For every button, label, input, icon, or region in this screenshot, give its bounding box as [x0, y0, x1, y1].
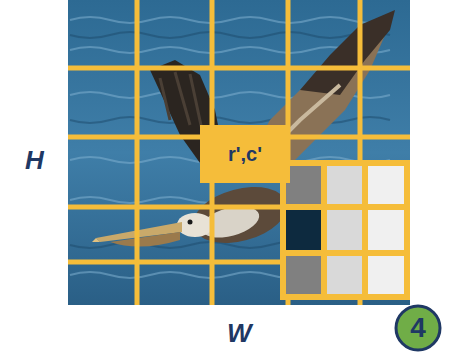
step-number: 4 [394, 304, 442, 352]
node-text: r',c' [228, 143, 262, 165]
kernel-grid [280, 160, 410, 300]
width-label: W [227, 320, 252, 346]
grid-lines [68, 0, 410, 305]
circle-shape [396, 306, 440, 350]
height-label: H [25, 147, 44, 173]
position-box: r',c' [200, 125, 290, 183]
node-text: 4 [410, 313, 426, 344]
photo [68, 0, 410, 305]
